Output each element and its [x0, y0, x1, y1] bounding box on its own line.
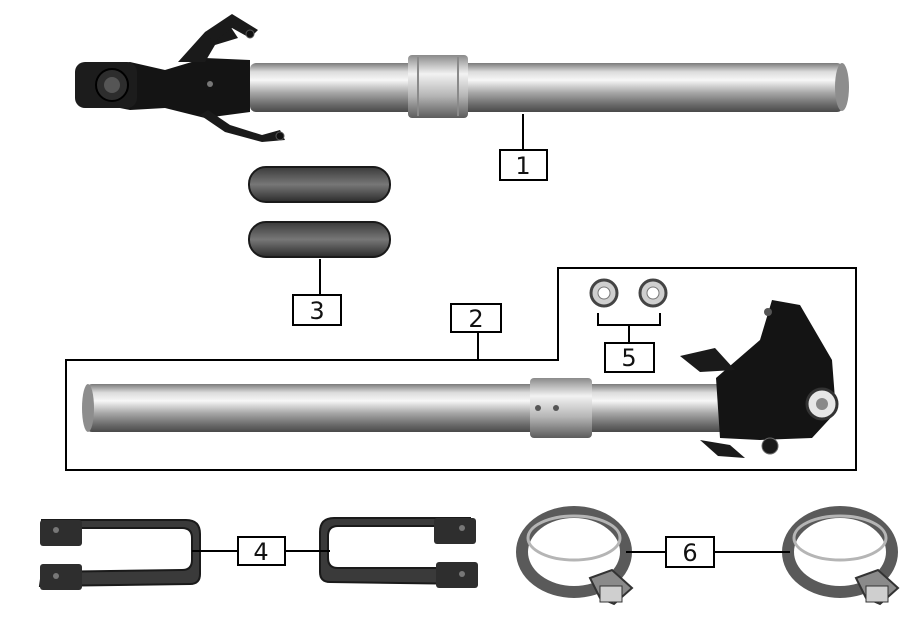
callout-label-5: 5 [621, 344, 636, 372]
fork-tube-lower-assembly [82, 300, 839, 458]
callout-box-1 [499, 149, 548, 181]
washer-pair [589, 278, 668, 308]
callout-label-4: 4 [253, 538, 268, 566]
callout-box-6 [665, 536, 715, 568]
clamp-band-right [782, 506, 900, 606]
callout-label-6: 6 [682, 539, 697, 567]
assembly-frame-2 [65, 267, 857, 471]
fork-tube-upper-assembly [75, 14, 849, 142]
callout-label-1: 1 [515, 152, 530, 180]
callout-box-5 [604, 342, 655, 373]
u-link-left [38, 519, 201, 590]
callout-label-2: 2 [468, 305, 483, 333]
clamp-band-left [516, 506, 634, 606]
callout-box-3 [292, 294, 342, 326]
pad-pair [248, 166, 391, 258]
callout-label-3: 3 [309, 297, 324, 325]
u-link-right [319, 517, 478, 588]
callout-box-2 [450, 303, 502, 333]
bracket-line-5 [597, 313, 661, 343]
callout-box-4 [237, 536, 286, 566]
